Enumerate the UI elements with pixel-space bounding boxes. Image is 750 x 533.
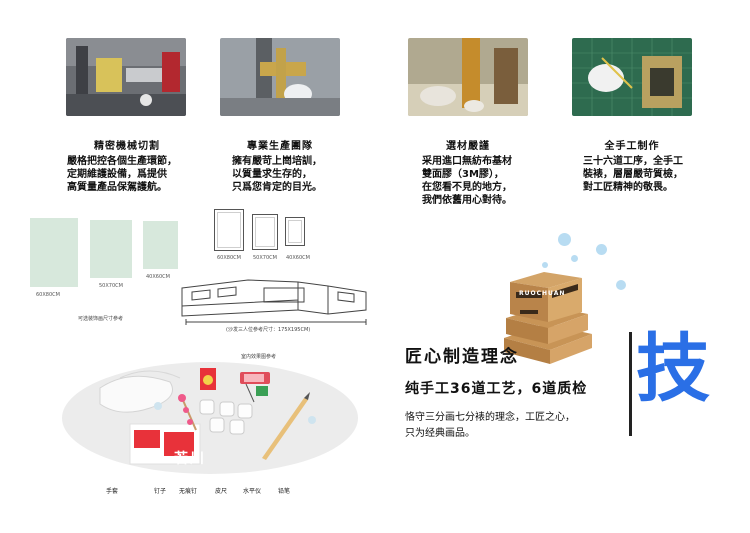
step-desc-handmade: 三十六道工序，全手工 裝裱，層層嚴苛質檢， 對工匠精神的敬畏。	[583, 156, 683, 193]
frame-size-60x80	[30, 218, 78, 287]
philosophy-body: 恪守三分画七分裱的理念，工匠之心， 只为经典画品。	[405, 412, 575, 439]
frame-size-note: 可选装饰画尺寸参考	[78, 316, 124, 322]
tool-label-pencil: 铅笔	[277, 488, 291, 495]
big-character: 技	[636, 326, 710, 412]
bubble-1	[558, 233, 571, 246]
step-title-team: 專業生產團隊	[247, 141, 313, 152]
sofa-sketch	[181, 279, 367, 325]
sofa-size-note: (沙发三人位参考尺寸：175X195CM)	[226, 327, 311, 333]
packaging-boxes	[504, 272, 592, 364]
tools-illustration	[62, 362, 358, 474]
step-desc-material: 采用進口無紡布基材 雙面膠（3M膠）， 在您看不見的地方， 我們依舊用心對待。	[422, 156, 512, 206]
box-brand-label: RUOCHUAN	[519, 290, 566, 297]
bubble-3	[616, 280, 626, 290]
room-frame-label-50x70: 50X70CM	[253, 255, 277, 261]
room-frame-60x80	[214, 209, 244, 251]
tool-label-level: 水平仪	[242, 488, 262, 495]
step-title-cutting: 精密機械切割	[94, 141, 160, 152]
photo-material-selection	[408, 38, 528, 116]
sticker-brand: 若川	[174, 451, 206, 467]
bubble-2	[596, 244, 607, 255]
step-desc-cutting: 嚴格把控各個生產環節， 定期維護設備，爲提供 高質量產品保駕護航。	[67, 156, 177, 193]
step-title-material: 選材嚴謹	[446, 141, 490, 152]
vertical-divider	[629, 332, 632, 436]
room-frame-label-60x80: 60X80CM	[217, 255, 241, 261]
step-title-handmade: 全手工制作	[604, 141, 660, 152]
tool-label-nails: 钉子	[153, 488, 167, 495]
frame-label-50x70: 50X70CM	[99, 283, 123, 289]
bubble-4	[542, 262, 548, 268]
frame-label-40x60: 40X60CM	[146, 274, 170, 280]
frame-label-60x80: 60X80CM	[36, 292, 60, 298]
room-frame-label-40x60: 40X60CM	[286, 255, 310, 261]
tool-label-gloves: 手套	[105, 488, 119, 495]
frame-size-40x60	[143, 221, 178, 269]
room-frame-40x60	[285, 217, 305, 246]
room-caption: 室内效果图参考	[241, 354, 277, 360]
tool-label-tape-measure: 皮尺	[214, 488, 228, 495]
tool-label-seamless-nails: 无痕钉	[178, 488, 198, 495]
photo-production-team	[220, 38, 340, 116]
room-frame-50x70	[252, 214, 278, 250]
philosophy-headline: 匠心制造理念	[405, 347, 519, 367]
photo-handmade	[572, 38, 692, 116]
frame-size-50x70	[90, 220, 132, 278]
photo-machine-cutting	[66, 38, 186, 116]
philosophy-subline: 纯手工36道工艺，6道质检	[405, 381, 588, 397]
bubble-5	[571, 255, 578, 262]
step-desc-team: 擁有嚴苛上崗培訓， 以質量求生存的， 只爲您肯定的目光。	[232, 156, 322, 193]
